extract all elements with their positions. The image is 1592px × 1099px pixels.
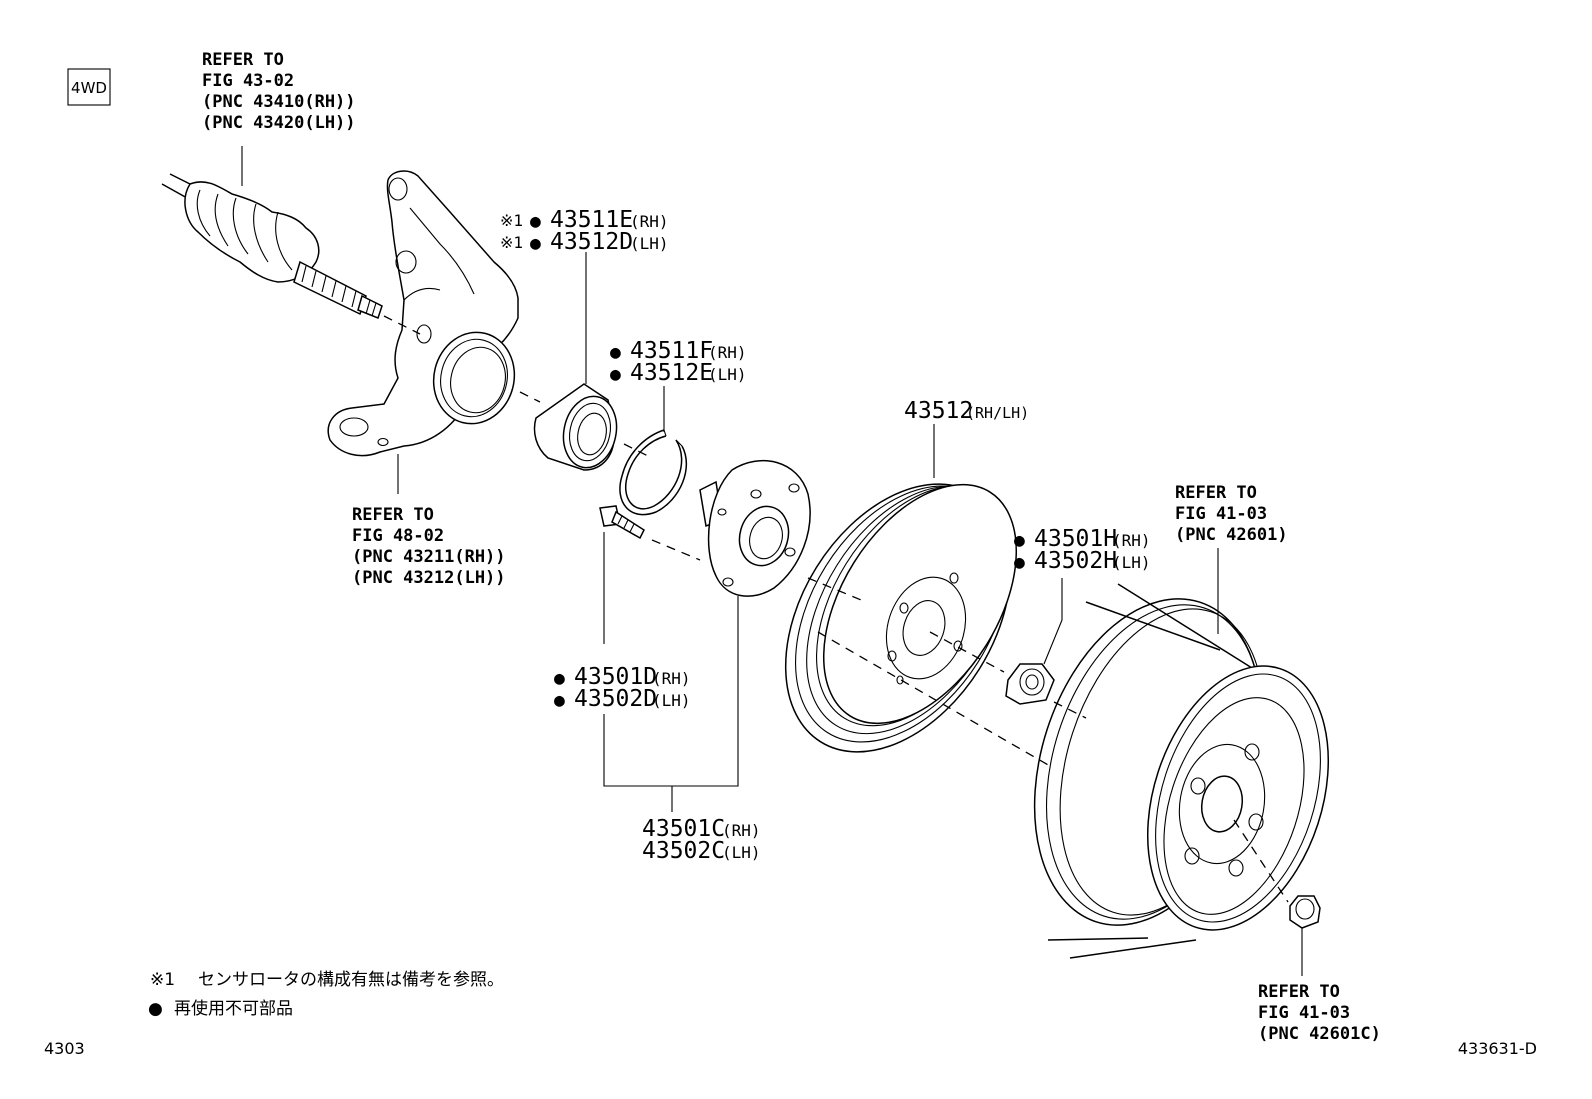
callout-snap-ring: ● 43511F (RH) ● 43512E (LH) — [610, 338, 747, 386]
assembly-centerline — [383, 315, 1289, 903]
svg-text:(RH): (RH) — [722, 821, 761, 840]
svg-text:●: ● — [148, 999, 163, 1019]
svg-text:●: ● — [530, 233, 541, 254]
svg-text:43501H: 43501H — [1034, 526, 1117, 552]
ref-knuckle: REFER TO FIG 48-02 (PNC 43211(RH)) (PNC … — [352, 505, 506, 588]
svg-text:再使用不可部品: 再使用不可部品 — [174, 998, 293, 1019]
svg-text:FIG 48-02: FIG 48-02 — [352, 526, 444, 546]
ref-wheel-nut: REFER TO FIG 41-03 (PNC 42601C) — [1258, 982, 1381, 1044]
snap-ring-illustration — [619, 429, 687, 516]
callout-hub-bolt: ● 43501D (RH) ● 43502D (LH) — [554, 664, 691, 712]
hub-bolt-illustration — [599, 505, 645, 540]
ref-drive-shaft: REFER TO FIG 43-02 (PNC 43410(RH)) (PNC … — [202, 50, 356, 133]
svg-text:43512E: 43512E — [630, 360, 713, 386]
4wd-badge: 4WD — [67, 68, 111, 106]
svg-text:43502C: 43502C — [642, 838, 725, 864]
svg-text:FIG 41-03: FIG 41-03 — [1258, 1003, 1350, 1023]
svg-text:(LH): (LH) — [708, 365, 747, 384]
svg-text:(PNC 42601C): (PNC 42601C) — [1258, 1024, 1381, 1044]
callout-sensor-rotor: ※1 ● 43511E (RH) ※1 ● 43512D (LH) — [500, 207, 669, 255]
svg-text:43501C: 43501C — [642, 816, 725, 842]
svg-text:●: ● — [1014, 530, 1025, 551]
disc-wheel-illustration — [1033, 583, 1330, 959]
steering-knuckle-illustration — [327, 170, 519, 457]
svg-text:REFER TO: REFER TO — [202, 50, 284, 70]
svg-text:(LH): (LH) — [652, 691, 691, 710]
illustration-id: 433631-D — [1458, 1039, 1537, 1058]
svg-text:REFER TO: REFER TO — [1175, 483, 1257, 503]
svg-text:43502D: 43502D — [574, 686, 657, 712]
svg-text:REFER TO: REFER TO — [352, 505, 434, 525]
callout-hub-nut: ● 43501H (RH) ● 43502H (LH) — [1014, 526, 1151, 574]
svg-text:(LH): (LH) — [722, 843, 761, 862]
svg-text:FIG 43-02: FIG 43-02 — [202, 71, 294, 91]
svg-text:●: ● — [1014, 552, 1025, 573]
svg-text:(RH): (RH) — [1112, 531, 1151, 550]
svg-text:●: ● — [554, 668, 565, 689]
svg-text:センサロータの構成有無は備考を参照。: センサロータの構成有無は備考を参照。 — [198, 970, 504, 990]
svg-text:43511E: 43511E — [550, 207, 633, 233]
svg-text:※1: ※1 — [150, 970, 175, 990]
svg-text:(LH): (LH) — [1112, 553, 1151, 572]
brake-disc-illustration — [784, 483, 1018, 753]
bolt-centerline — [817, 631, 1051, 767]
svg-text:●: ● — [610, 364, 621, 385]
svg-text:(PNC 42601): (PNC 42601) — [1175, 525, 1288, 545]
svg-text:●: ● — [530, 211, 541, 232]
ref-wheel: REFER TO FIG 41-03 (PNC 42601) — [1175, 483, 1288, 545]
svg-text:43511F: 43511F — [630, 338, 713, 364]
axle-hub-illustration — [699, 459, 811, 597]
svg-text:(PNC 43211(RH)): (PNC 43211(RH)) — [352, 547, 506, 567]
svg-text:(LH): (LH) — [630, 234, 669, 253]
drive-shaft-illustration — [161, 173, 383, 319]
svg-text:FIG 41-03: FIG 41-03 — [1175, 504, 1267, 524]
svg-text:(PNC 43410(RH)): (PNC 43410(RH)) — [202, 92, 356, 112]
hub-bearing-illustration — [533, 383, 618, 471]
hub-nut-illustration — [1005, 663, 1055, 705]
svg-text:REFER TO: REFER TO — [1258, 982, 1340, 1002]
svg-text:43512D: 43512D — [550, 229, 633, 255]
svg-text:※1: ※1 — [500, 233, 523, 252]
svg-text:43512: 43512 — [904, 398, 973, 424]
svg-text:(RH): (RH) — [630, 212, 669, 231]
figure-code: 4303 — [44, 1039, 85, 1058]
svg-text:●: ● — [554, 690, 565, 711]
svg-text:(PNC 43420(LH)): (PNC 43420(LH)) — [202, 113, 356, 133]
svg-text:4WD: 4WD — [71, 79, 107, 97]
callout-hub-assembly: 43501C (RH) 43502C (LH) — [642, 816, 761, 864]
svg-text:(RH/LH): (RH/LH) — [966, 404, 1029, 422]
svg-text:43502H: 43502H — [1034, 548, 1117, 574]
leader-lines — [241, 146, 1303, 976]
callout-disc: 43512 (RH/LH) — [904, 398, 1029, 424]
svg-text:※1: ※1 — [500, 211, 523, 230]
svg-text:(RH): (RH) — [708, 343, 747, 362]
legend-notes: ※1 センサロータの構成有無は備考を参照。 ● 再使用不可部品 — [148, 970, 504, 1019]
svg-text:43501D: 43501D — [574, 664, 657, 690]
svg-text:(RH): (RH) — [652, 669, 691, 688]
wheel-nut-illustration — [1289, 895, 1321, 929]
svg-text:●: ● — [610, 342, 621, 363]
svg-text:(PNC 43212(LH)): (PNC 43212(LH)) — [352, 568, 506, 588]
